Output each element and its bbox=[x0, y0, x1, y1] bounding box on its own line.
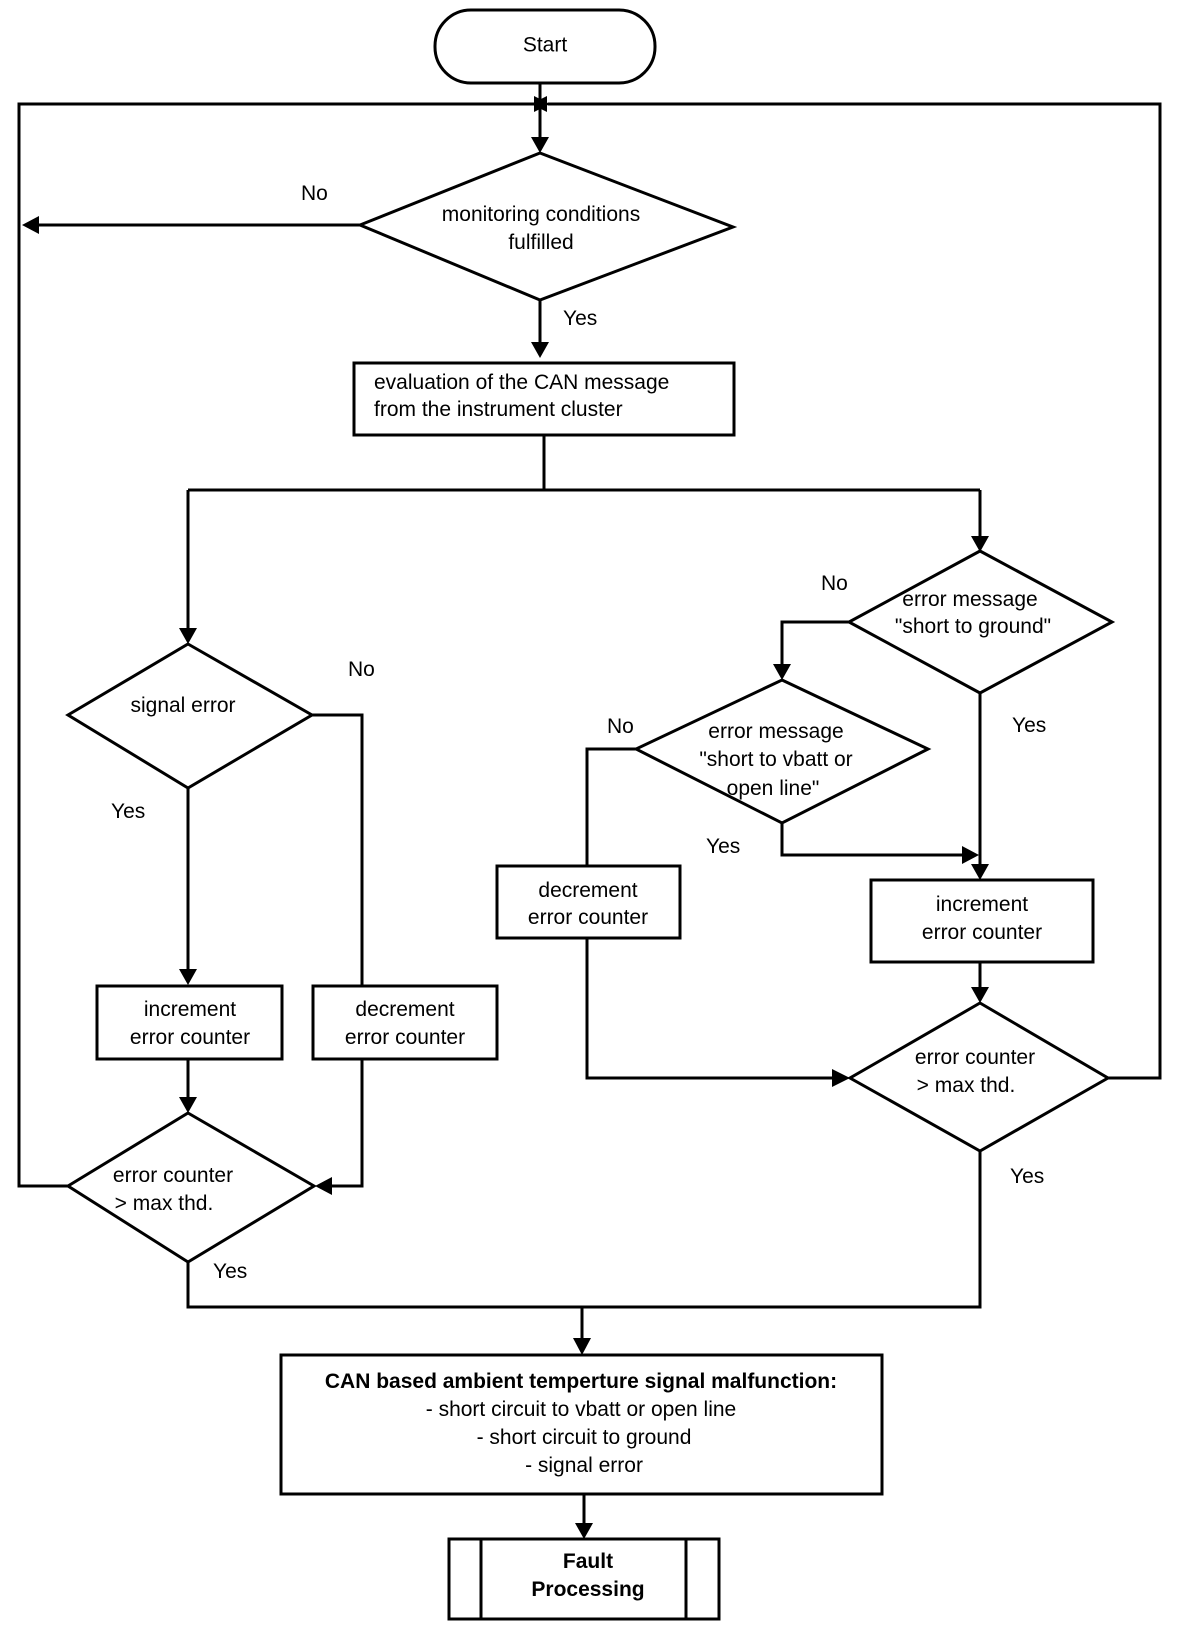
short-ground-no-label: No bbox=[821, 572, 848, 595]
evaluation-process: evaluation of the CAN message from the i… bbox=[352, 361, 736, 437]
right-counter-line1: error counter bbox=[915, 1046, 1035, 1069]
short-vbatt-line3: open line" bbox=[727, 777, 820, 800]
evaluation-line2: from the instrument cluster bbox=[374, 398, 623, 421]
arrowheads bbox=[22, 96, 989, 1539]
left-increment-line1: increment bbox=[144, 998, 236, 1021]
right-increment-line1: increment bbox=[936, 893, 1028, 916]
connector-lines bbox=[17, 83, 1162, 1525]
arrow-to-malfunction bbox=[573, 1338, 591, 1355]
arrow-to-left-counter bbox=[179, 1097, 197, 1113]
malfunction-item: - short circuit to vbatt or open line bbox=[426, 1398, 736, 1421]
right-decrement-line1: decrement bbox=[538, 879, 637, 902]
right-counter-yes-label: Yes bbox=[1010, 1165, 1044, 1188]
arrow-right-loop-in bbox=[531, 96, 547, 112]
short-ground-yes-label: Yes bbox=[1012, 714, 1046, 737]
left-increment-line2: error counter bbox=[130, 1026, 250, 1049]
monitoring-no-label: No bbox=[301, 182, 328, 205]
right-decrement-line2: error counter bbox=[528, 906, 648, 929]
short-vbatt-no-label: No bbox=[607, 715, 634, 738]
right-increment-process: increment error counter bbox=[869, 878, 1095, 964]
arrow-to-evaluation bbox=[531, 342, 549, 358]
fault-processing: Fault Processing bbox=[447, 1537, 721, 1621]
fault-line1: Fault bbox=[563, 1550, 613, 1573]
arrow-to-short-vbatt bbox=[773, 664, 791, 680]
arrow-to-fault bbox=[575, 1523, 593, 1539]
arrow-to-left-increment bbox=[179, 969, 197, 985]
monitoring-decision: monitoring conditions fulfilled bbox=[356, 151, 738, 302]
signal-error-yes-label: Yes bbox=[111, 800, 145, 823]
arrow-decrement-to-right-counter bbox=[832, 1069, 850, 1087]
arrow-to-right-counter bbox=[971, 987, 989, 1003]
signal-error-label: signal error bbox=[130, 694, 235, 717]
left-decrement-line2: error counter bbox=[345, 1026, 465, 1049]
monitoring-line1: monitoring conditions bbox=[442, 203, 640, 226]
start-label: Start bbox=[523, 34, 568, 57]
monitoring-yes-label: Yes bbox=[563, 307, 597, 330]
right-counter-decision: error counter > max thd. bbox=[846, 1001, 1111, 1153]
left-counter-line1: error counter bbox=[113, 1164, 233, 1187]
left-counter-line2: > max thd. bbox=[115, 1192, 214, 1215]
left-decrement-process: decrement error counter bbox=[311, 984, 499, 1061]
monitoring-line2: fulfilled bbox=[508, 231, 573, 254]
left-increment-process: increment error counter bbox=[95, 984, 284, 1061]
short-vbatt-line1: error message bbox=[708, 720, 843, 743]
left-decrement-line1: decrement bbox=[355, 998, 454, 1021]
arrow-start-down bbox=[531, 137, 549, 153]
arrow-to-short-ground bbox=[971, 536, 989, 552]
left-counter-yes-label: Yes bbox=[213, 1260, 247, 1283]
fault-line2: Processing bbox=[531, 1578, 644, 1601]
arrow-monitoring-no bbox=[22, 216, 39, 234]
short-ground-decision: error message "short to ground" bbox=[845, 549, 1116, 695]
arrow-vbatt-yes-to-increment bbox=[962, 846, 979, 864]
signal-error-decision: signal error bbox=[65, 642, 315, 790]
start-terminal: Start bbox=[433, 8, 657, 85]
short-vbatt-line2: "short to vbatt or bbox=[699, 748, 852, 771]
arrow-ground-yes-to-increment bbox=[971, 864, 989, 880]
malfunction-title: CAN based ambient temperture signal malf… bbox=[325, 1370, 837, 1393]
right-increment-line2: error counter bbox=[922, 921, 1042, 944]
signal-error-no-label: No bbox=[348, 658, 375, 681]
short-vbatt-decision: error message "short to vbatt or open li… bbox=[632, 678, 932, 825]
short-ground-line1: error message bbox=[902, 588, 1037, 611]
right-counter-line2: > max thd. bbox=[917, 1074, 1016, 1097]
left-counter-decision: error counter > max thd. bbox=[65, 1111, 317, 1264]
malfunction-process: CAN based ambient temperture signal malf… bbox=[279, 1353, 884, 1496]
malfunction-item: - short circuit to ground bbox=[477, 1426, 692, 1449]
evaluation-line1: evaluation of the CAN message bbox=[374, 371, 669, 394]
right-decrement-process: decrement error counter bbox=[495, 864, 682, 940]
arrow-to-signal-error bbox=[179, 628, 197, 644]
arrow-decrement-to-left-counter bbox=[315, 1177, 332, 1195]
short-ground-line2: "short to ground" bbox=[895, 615, 1051, 638]
malfunction-item: - signal error bbox=[525, 1454, 643, 1477]
short-vbatt-yes-label: Yes bbox=[706, 835, 740, 858]
